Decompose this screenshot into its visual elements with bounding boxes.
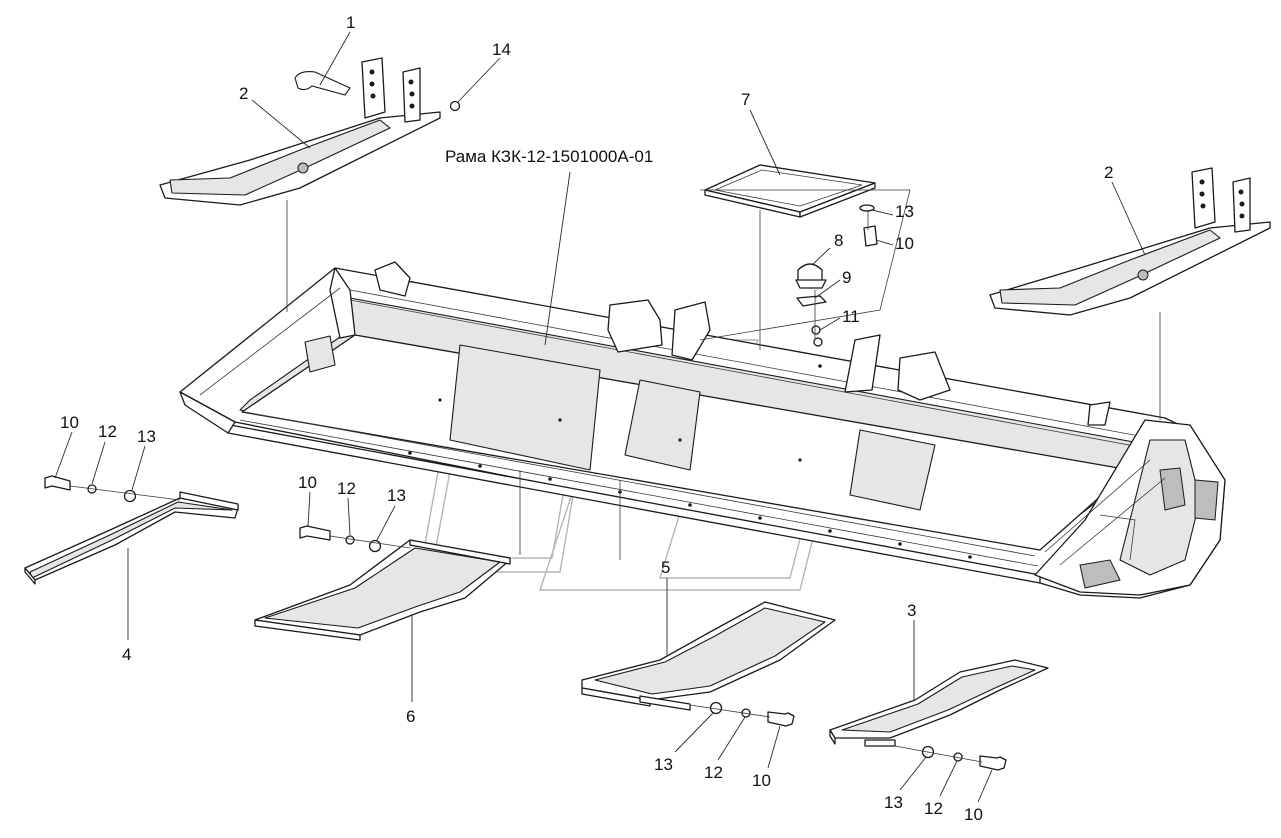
callout-2-left: 2 — [239, 84, 248, 103]
part-7-cover-plate — [704, 164, 876, 218]
callout-13-part3: 13 — [884, 793, 903, 812]
callout-13-left: 13 — [137, 427, 156, 446]
callout-10-part5: 10 — [752, 771, 771, 790]
callout-3: 3 — [907, 601, 916, 620]
callout-12-part3: 12 — [924, 799, 943, 818]
callout-10-top: 10 — [895, 234, 914, 253]
fastener-set-middle — [299, 525, 411, 553]
callout-10-middle: 10 — [298, 473, 317, 492]
callout-11: 11 — [842, 307, 860, 326]
callout-5: 5 — [661, 558, 670, 577]
callout-1: 1 — [346, 13, 355, 32]
callout-7: 7 — [741, 90, 750, 109]
callout-12-left: 12 — [98, 422, 117, 441]
center-hardware — [699, 189, 911, 347]
callout-14: 14 — [492, 40, 511, 59]
callout-10-left: 10 — [60, 413, 79, 432]
callout-12-part5: 12 — [704, 763, 723, 782]
frame-holes — [408, 364, 972, 559]
callout-4: 4 — [122, 645, 131, 664]
callout-13-part5: 13 — [654, 755, 673, 774]
part-3-guard — [829, 659, 1049, 747]
callout-2-right: 2 — [1104, 163, 1113, 182]
fastener-set-left — [44, 475, 181, 503]
part-2-arm-left — [159, 57, 461, 206]
part-5-guard — [581, 601, 836, 711]
fastener-set-part-5 — [689, 701, 795, 727]
alignment-lines — [286, 200, 1161, 560]
callout-13-middle: 13 — [387, 486, 406, 505]
callout-labels: 1 14 2 7 2 13 8 10 9 11 10 12 13 10 12 1… — [60, 13, 1113, 824]
leader-lines — [54, 31, 1146, 803]
callout-8: 8 — [834, 231, 843, 250]
part-6-guard — [254, 539, 511, 641]
main-frame — [179, 261, 1226, 599]
callout-10-part3: 10 — [964, 805, 983, 824]
part-2-arm-right — [989, 167, 1271, 316]
fastener-set-part-3 — [894, 745, 1007, 771]
frame-title: Рама КЗК-12-1501000А-01 — [445, 147, 653, 166]
callout-13-top: 13 — [895, 202, 914, 221]
callout-9: 9 — [842, 268, 851, 287]
callout-6: 6 — [406, 707, 415, 726]
part-4-guard — [24, 491, 239, 585]
callout-12-middle: 12 — [337, 479, 356, 498]
